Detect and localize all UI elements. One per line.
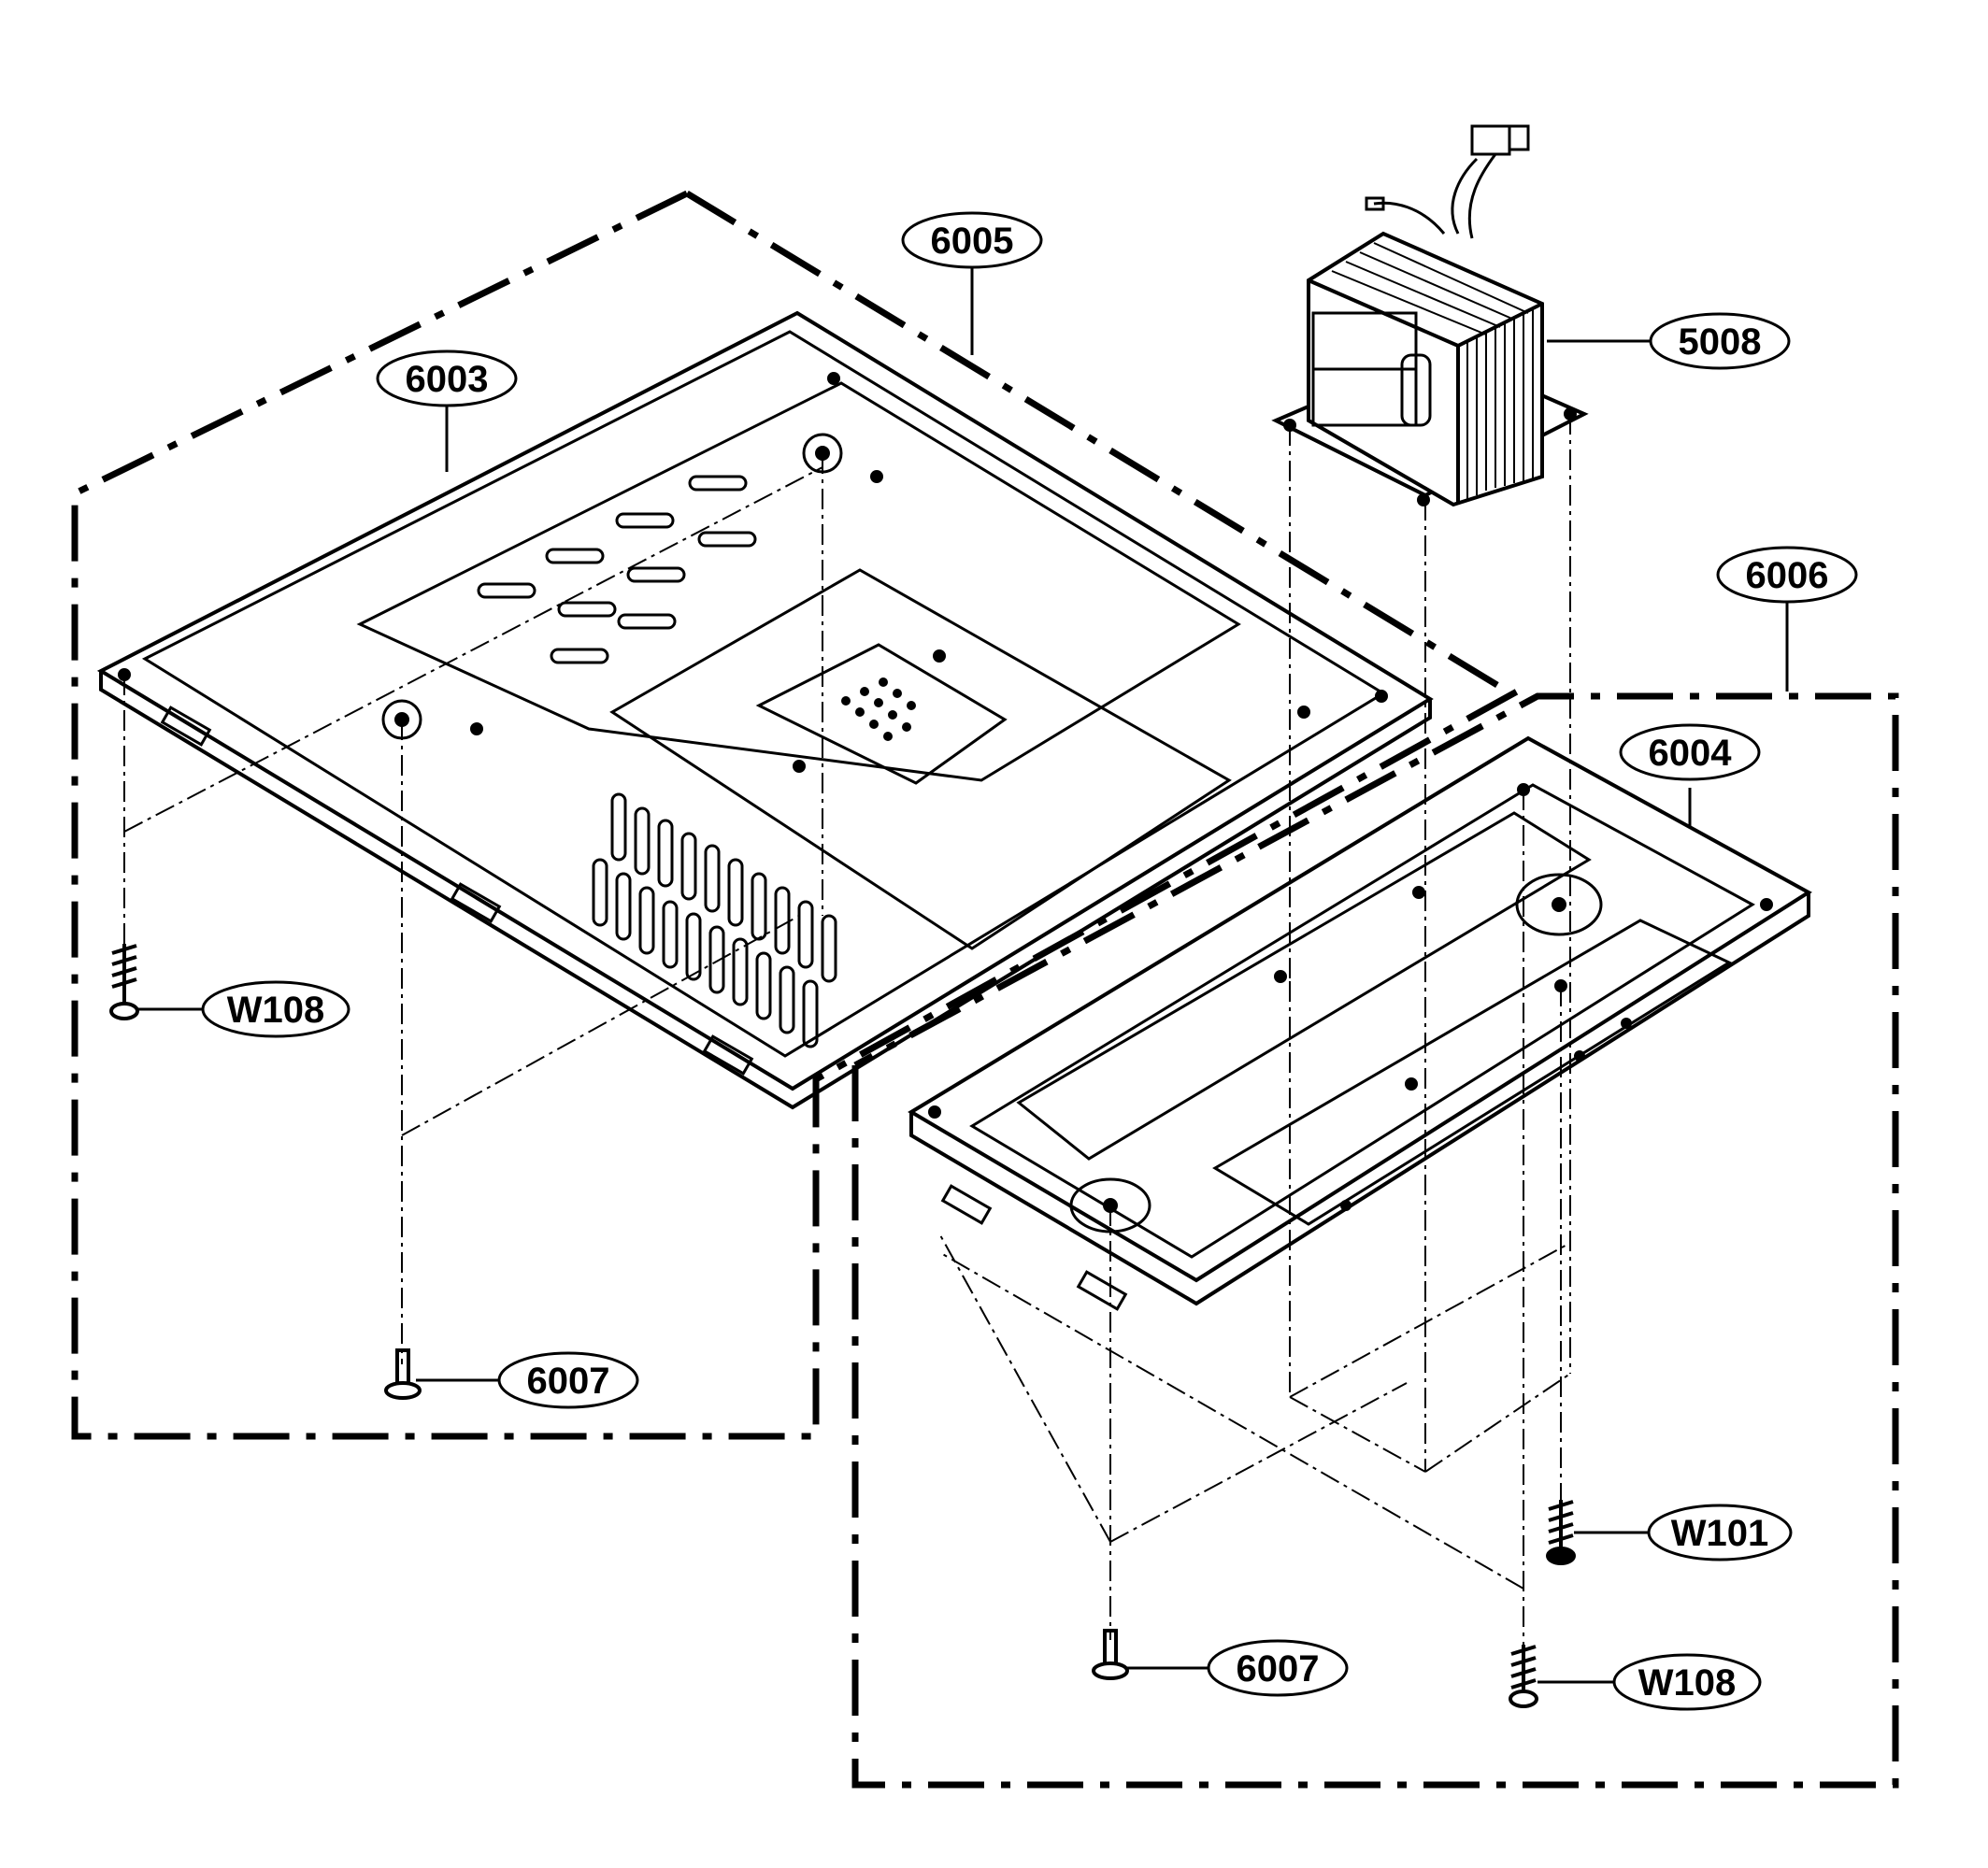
svg-text:6007: 6007	[527, 1361, 610, 1402]
callout-6006: 6006	[1716, 546, 1858, 604]
svg-text:W108: W108	[227, 990, 325, 1031]
svg-text:6007: 6007	[1237, 1648, 1320, 1690]
callout-w101: W101	[1647, 1504, 1793, 1561]
screw-6007-left	[384, 1348, 422, 1400]
svg-text:6003: 6003	[406, 359, 489, 400]
callout-6004: 6004	[1619, 723, 1761, 781]
callout-6005: 6005	[901, 211, 1043, 269]
projection-lines	[123, 414, 1571, 1645]
screw-w101	[1546, 1500, 1576, 1565]
screw-w108-left	[109, 944, 139, 1020]
callout-5008: 5008	[1649, 312, 1791, 370]
base-plate-6003	[96, 310, 1434, 1110]
screw-w108-right	[1509, 1645, 1538, 1708]
group-boundary-6005	[71, 190, 1527, 1440]
transformer-5008	[1271, 124, 1589, 507]
leader-lines	[137, 266, 1789, 1684]
callout-w108-right: W108	[1612, 1653, 1762, 1711]
screw-6007-right	[1092, 1629, 1129, 1680]
callout-6007-left: 6007	[497, 1351, 639, 1409]
svg-text:6005: 6005	[931, 221, 1014, 262]
svg-text:6004: 6004	[1649, 733, 1733, 774]
svg-text:W101: W101	[1671, 1513, 1769, 1554]
callout-6007-right: 6007	[1207, 1639, 1349, 1697]
callout-6003: 6003	[376, 349, 518, 407]
svg-text:6006: 6006	[1746, 555, 1829, 596]
callout-w108-left: W108	[201, 980, 350, 1038]
svg-text:W108: W108	[1638, 1662, 1737, 1704]
group-boundary-6006	[851, 692, 1899, 1789]
svg-text:5008: 5008	[1679, 321, 1762, 363]
